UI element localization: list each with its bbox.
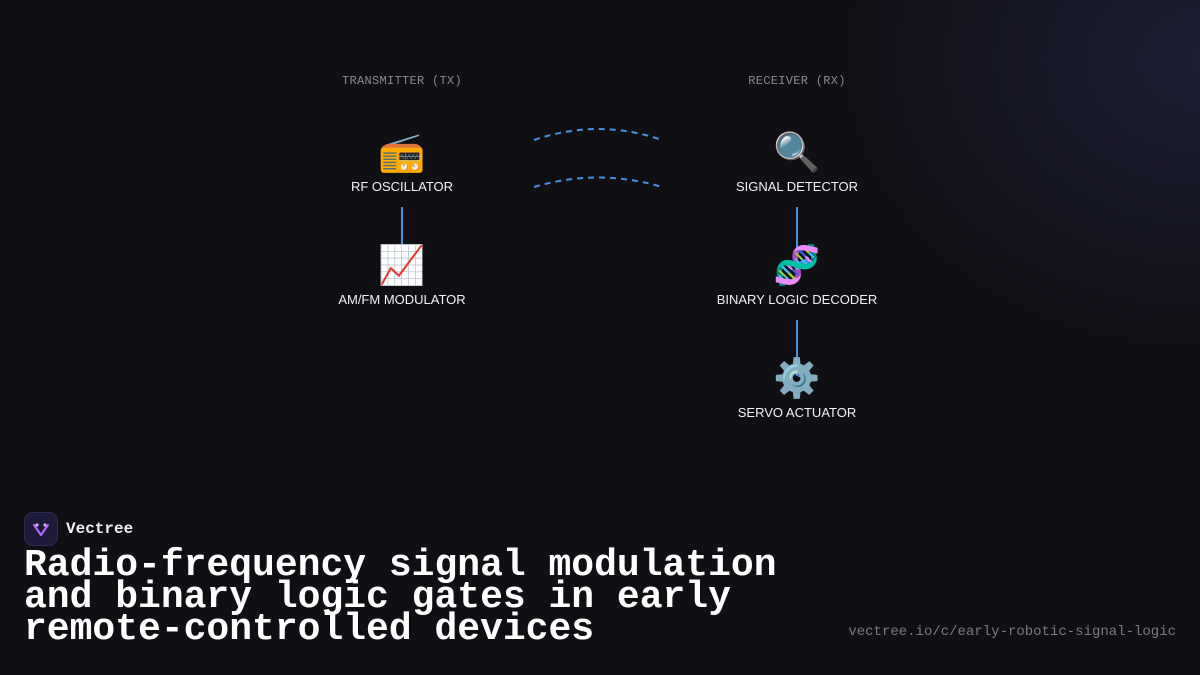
node-label: RF OSCILLATOR bbox=[350, 179, 454, 194]
chart-increasing-icon: 📈 bbox=[378, 245, 426, 287]
brand: Vectree bbox=[24, 512, 133, 546]
magnifying-glass-icon: 🔍 bbox=[773, 132, 821, 174]
receiver-label: RECEIVER (RX) bbox=[748, 74, 846, 88]
vectree-logo-icon bbox=[24, 512, 58, 546]
node-signal-detector: 🔍 SIGNAL DETECTOR bbox=[736, 131, 858, 194]
node-servo-actuator: ⚙️ SERVO ACTUATOR bbox=[738, 357, 856, 420]
node-label: SERVO ACTUATOR bbox=[737, 405, 857, 420]
node-label: SIGNAL DETECTOR bbox=[735, 179, 859, 194]
dna-icon: 🧬 bbox=[773, 245, 821, 287]
radio-icon: 📻 bbox=[378, 132, 426, 174]
node-binary-logic-decoder: 🧬 BINARY LOGIC DECODER bbox=[717, 244, 878, 307]
node-label: BINARY LOGIC DECODER bbox=[716, 292, 878, 307]
page-url[interactable]: vectree.io/c/early-robotic-signal-logic bbox=[848, 624, 1176, 640]
gear-icon: ⚙️ bbox=[773, 358, 821, 400]
transmitter-label: TRANSMITTER (TX) bbox=[341, 74, 463, 88]
brand-name: Vectree bbox=[66, 520, 134, 538]
node-label: AM/FM MODULATOR bbox=[338, 292, 466, 307]
node-am-fm-modulator: 📈 AM/FM MODULATOR bbox=[338, 244, 465, 307]
radio-wave-lower bbox=[533, 176, 663, 188]
page-title: Radio-frequency signal modulation and bi… bbox=[24, 544, 777, 651]
node-rf-oscillator: 📻 RF OSCILLATOR bbox=[351, 131, 453, 194]
radio-wave-upper bbox=[533, 128, 663, 141]
